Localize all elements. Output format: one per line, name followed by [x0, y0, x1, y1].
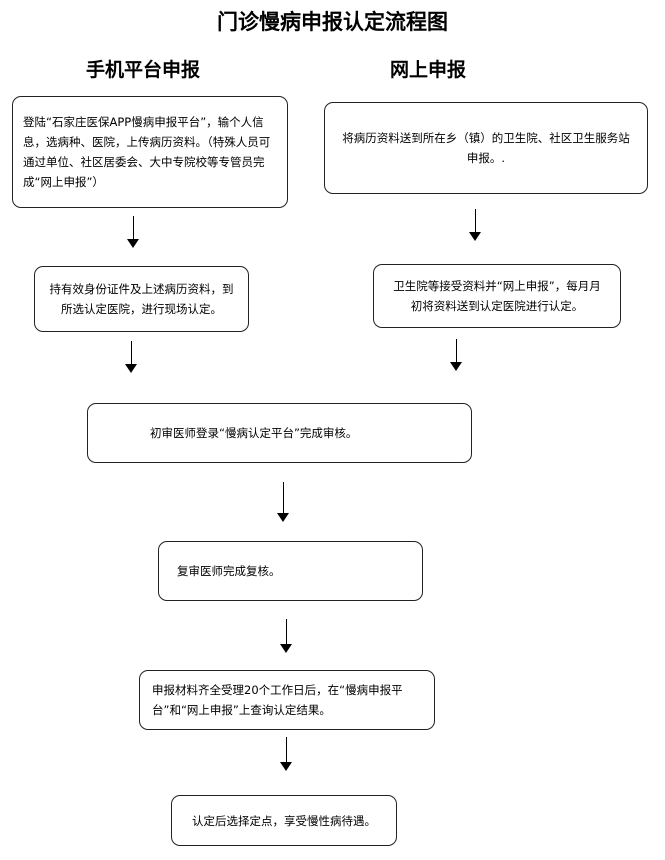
arrow-down-icon [450, 339, 462, 371]
arrow-down-icon [280, 619, 292, 653]
step-mobile-login: 登陆“石家庄医保APP慢病申报平台”，输个人信息，选病种、医院，上传病历资料。（… [12, 96, 288, 208]
step-initial-review-text: 初审医师登录“慢病认定平台”完成审核。 [150, 426, 358, 440]
step-submit-records: 将病历资料送到所在乡（镇）的卫生院、社区卫生服务站申报。. [324, 102, 648, 194]
step-submit-records-text: 将病历资料送到所在乡（镇）的卫生院、社区卫生服务站申报。. [342, 131, 630, 165]
step-clinic-online-report-text: 卫生院等接受资料并“网上申报”，每月月初将资料送到认定医院进行认定。 [393, 279, 601, 313]
step-initial-review: 初审医师登录“慢病认定平台”完成审核。 [87, 403, 472, 463]
arrow-down-icon [469, 209, 481, 241]
step-query-result: 申报材料齐全受理20个工作日后，在“慢病申报平台”和“网上申报”上查询认定结果。 [139, 670, 435, 730]
step-onsite-certification: 持有效身份证件及上述病历资料，到所选认定医院，进行现场认定。 [34, 266, 249, 332]
step-clinic-online-report: 卫生院等接受资料并“网上申报”，每月月初将资料送到认定医院进行认定。 [373, 264, 621, 328]
column-header-online: 网上申报 [390, 59, 467, 81]
step-designated-treatment-text: 认定后选择定点，享受慢性病待遇。 [192, 813, 376, 828]
arrow-down-icon [125, 341, 137, 373]
arrow-down-icon [280, 737, 292, 771]
step-designated-treatment: 认定后选择定点，享受慢性病待遇。 [171, 795, 397, 846]
step-query-result-text: 申报材料齐全受理20个工作日后，在“慢病申报平台”和“网上申报”上查询认定结果。 [152, 683, 403, 717]
arrow-down-icon [277, 482, 289, 522]
step-second-review: 复审医师完成复核。 [158, 541, 423, 601]
step-second-review-text: 复审医师完成复核。 [177, 564, 281, 578]
arrow-down-icon [127, 216, 139, 248]
diagram-title: 门诊慢病申报认定流程图 [217, 9, 448, 34]
column-header-mobile: 手机平台申报 [86, 59, 201, 81]
step-onsite-certification-text: 持有效身份证件及上述病历资料，到所选认定医院，进行现场认定。 [49, 282, 234, 316]
step-mobile-login-text: 登陆“石家庄医保APP慢病申报平台”，输个人信息，选病种、医院，上传病历资料。（… [23, 115, 271, 189]
